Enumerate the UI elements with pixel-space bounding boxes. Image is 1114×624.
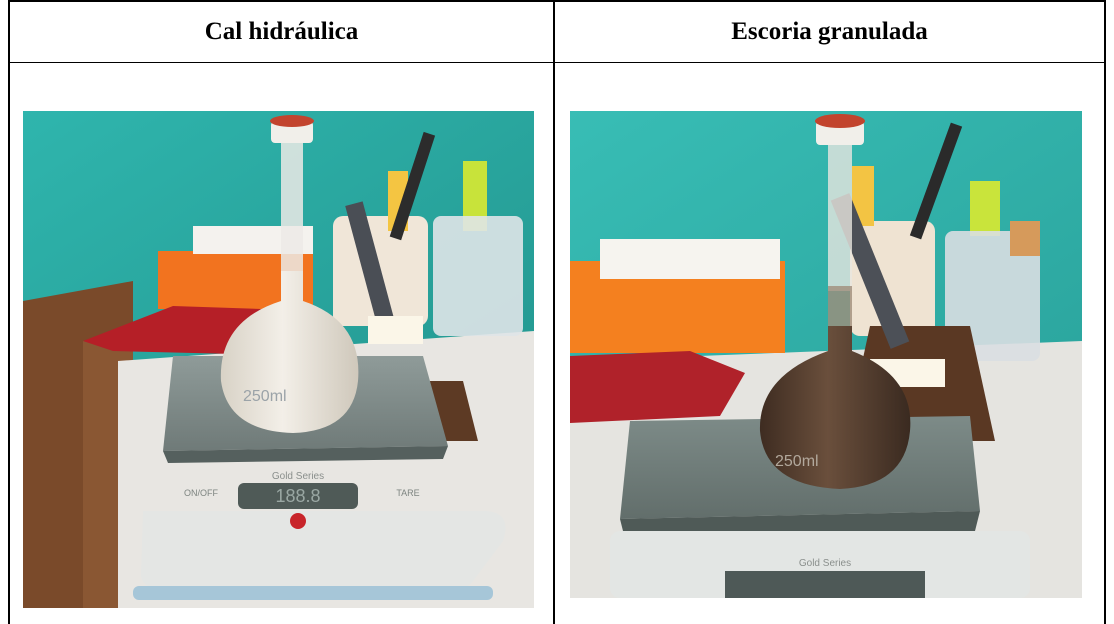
scale-brand-text: Gold Series: [799, 558, 851, 569]
table-border-top: [8, 0, 1106, 2]
flask-volume-label: 250ml: [775, 453, 819, 470]
flask-volume-label: 250ml: [243, 388, 287, 405]
scale-brand-text: Gold Series: [272, 471, 324, 482]
photo-escoria-granulada: Gold Series 250ml: [570, 111, 1082, 598]
table-column-divider: [553, 0, 555, 624]
comparison-table: Cal hidráulica Escoria granulada: [8, 0, 1106, 624]
photo-cal-hidraulica: 188.8 Gold Series ON/OFF TARE 250ml: [23, 111, 534, 608]
scale-onoff-label: ON/OFF: [184, 488, 218, 498]
flask-photo-image: Gold Series 250ml: [570, 111, 1082, 598]
table-border-left: [8, 0, 10, 624]
flask-photo-image: 188.8 Gold Series ON/OFF TARE 250ml: [23, 111, 534, 608]
table-header-divider: [8, 62, 1106, 63]
column-header-cal-hidraulica: Cal hidráulica: [204, 18, 359, 45]
scale-display-text: 188.8: [275, 486, 320, 506]
scale-tare-label: TARE: [396, 488, 419, 498]
column-header-escoria-granulada: Escoria granulada: [731, 18, 928, 45]
table-border-right: [1104, 0, 1106, 624]
